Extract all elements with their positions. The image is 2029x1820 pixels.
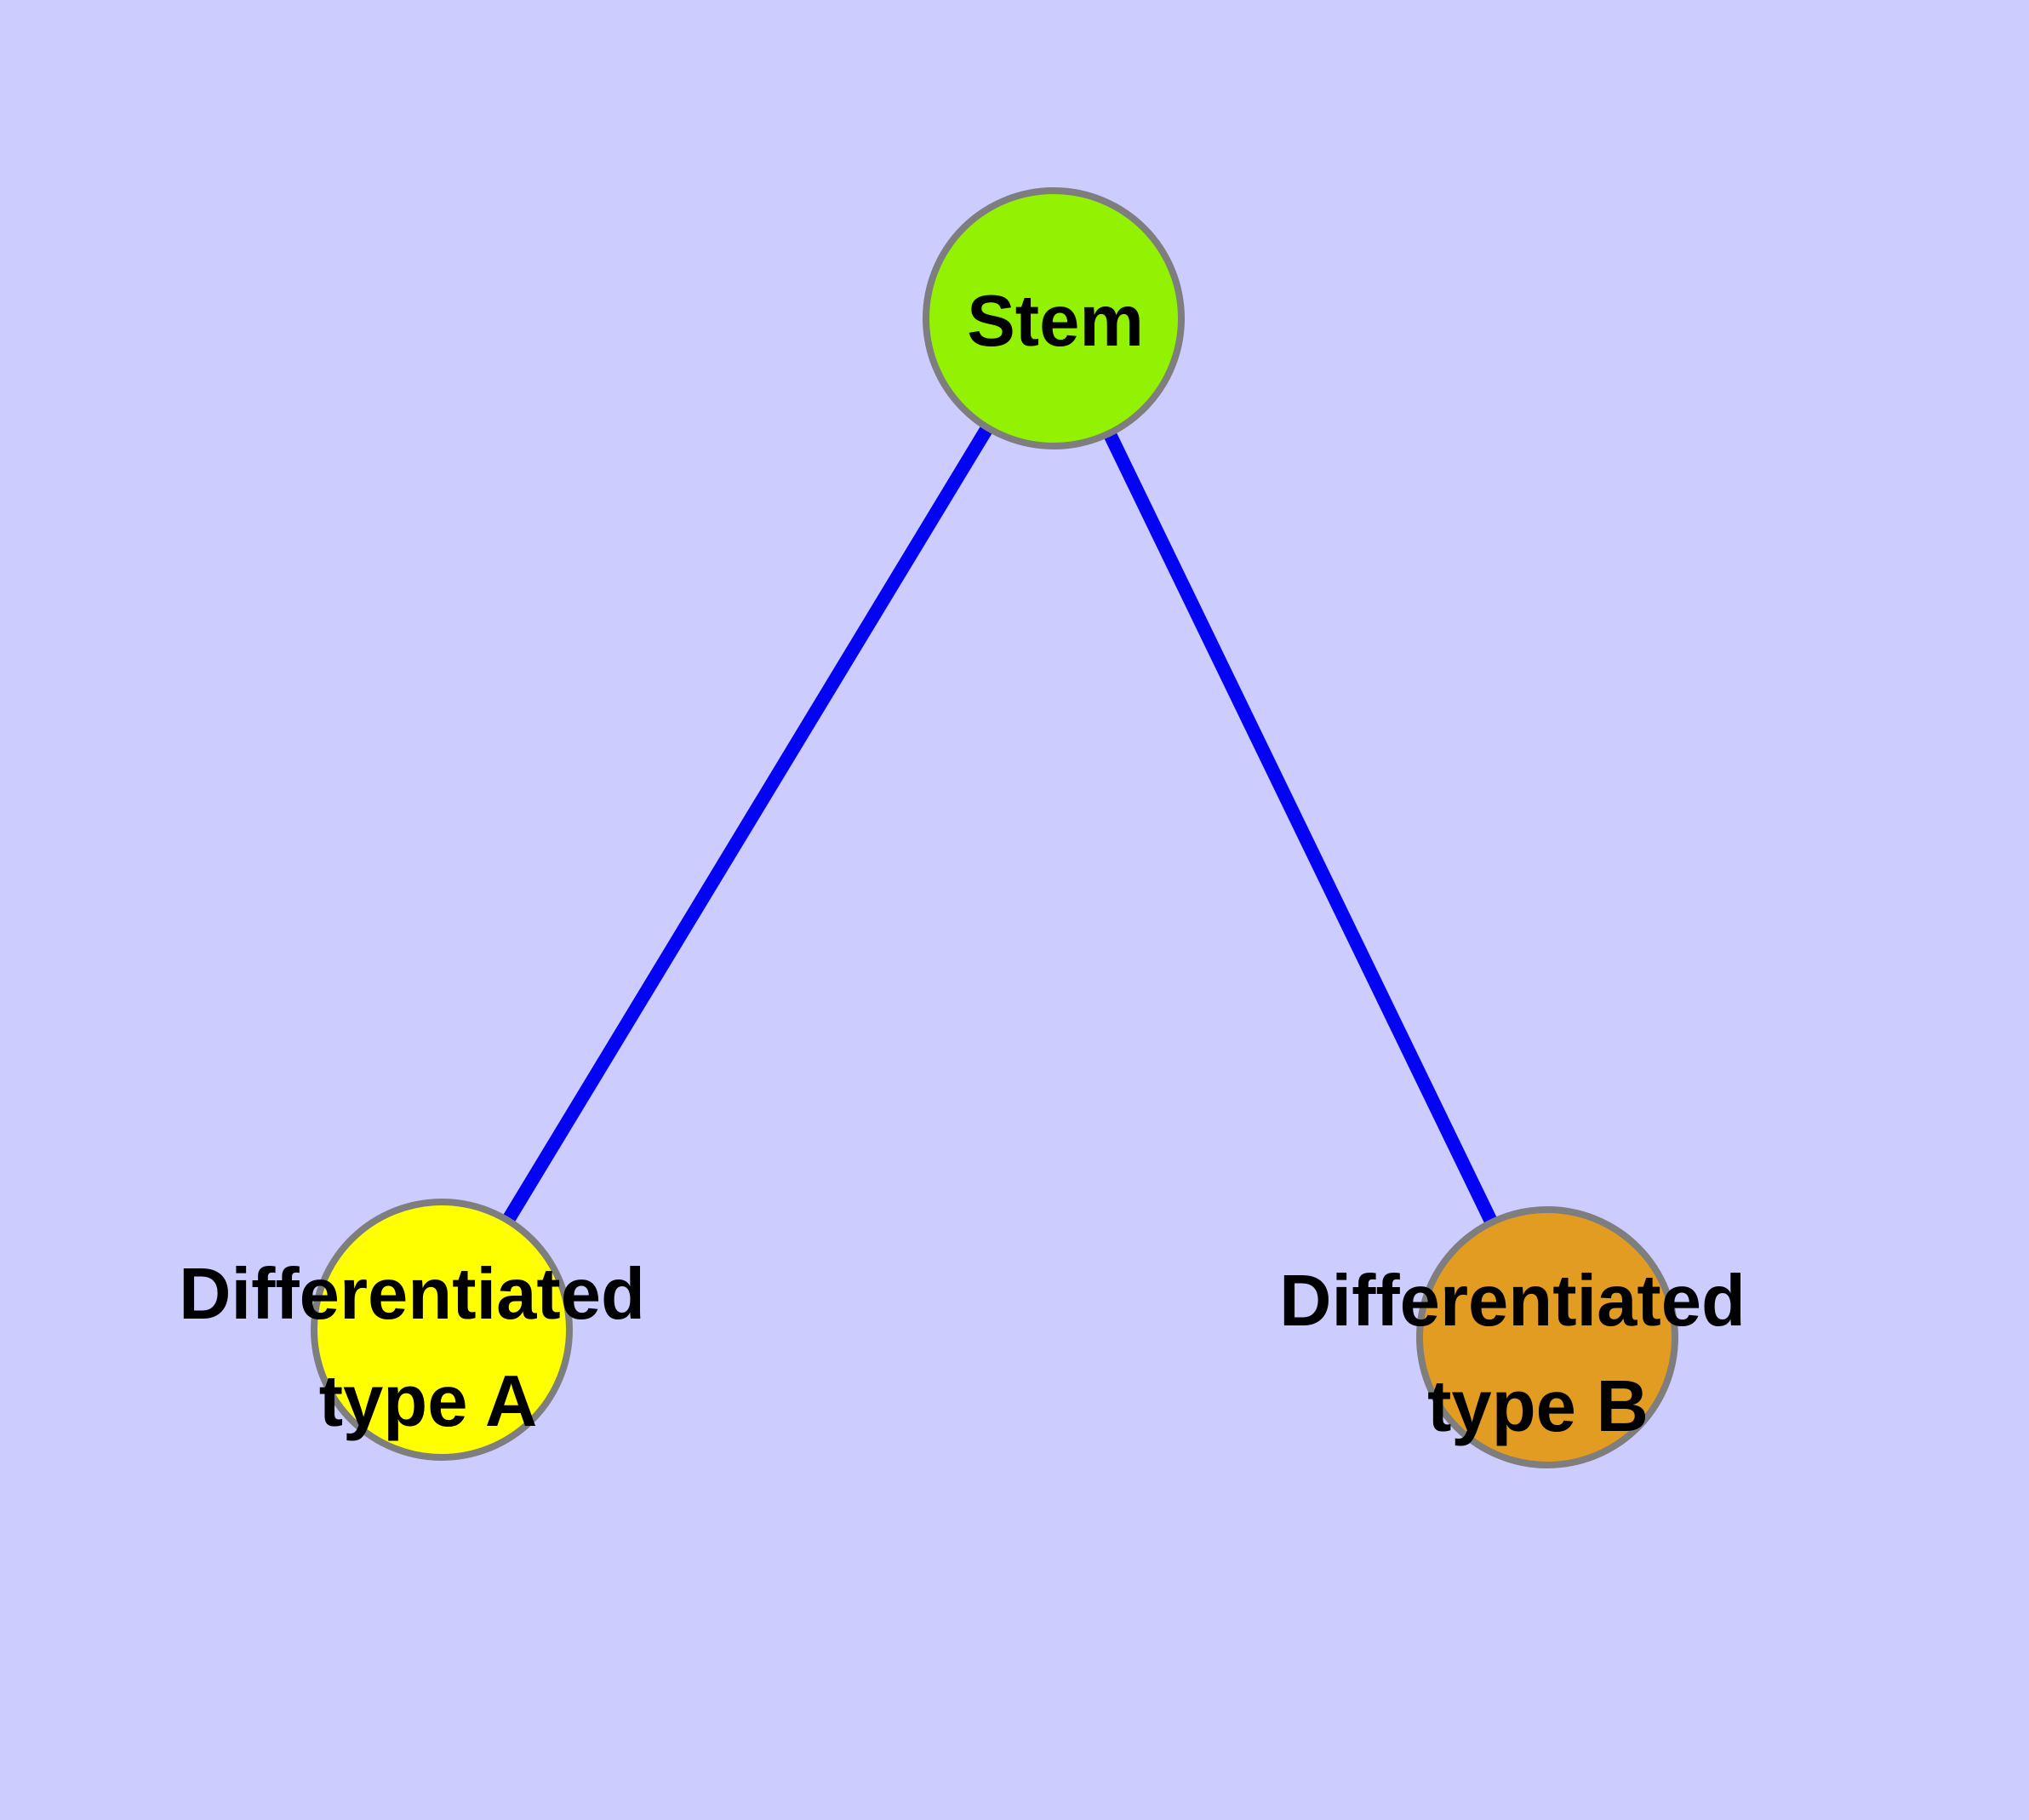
edge-stem-diff-a bbox=[436, 314, 1060, 1334]
node-label-diff-b-line1: Differentiated bbox=[1279, 1261, 1746, 1342]
node-label-diff-a-line1: Differentiated bbox=[179, 1254, 645, 1335]
node-diff-a bbox=[311, 1199, 573, 1461]
edge-stem-diff-b bbox=[1047, 315, 1554, 1341]
node-diff-b bbox=[1416, 1206, 1678, 1468]
node-label-diff-b-line2: type B bbox=[1427, 1366, 1649, 1447]
node-stem bbox=[923, 187, 1185, 449]
node-label-diff-a-line2: type A bbox=[319, 1361, 538, 1442]
node-label-stem-line1: Stem bbox=[967, 281, 1144, 362]
